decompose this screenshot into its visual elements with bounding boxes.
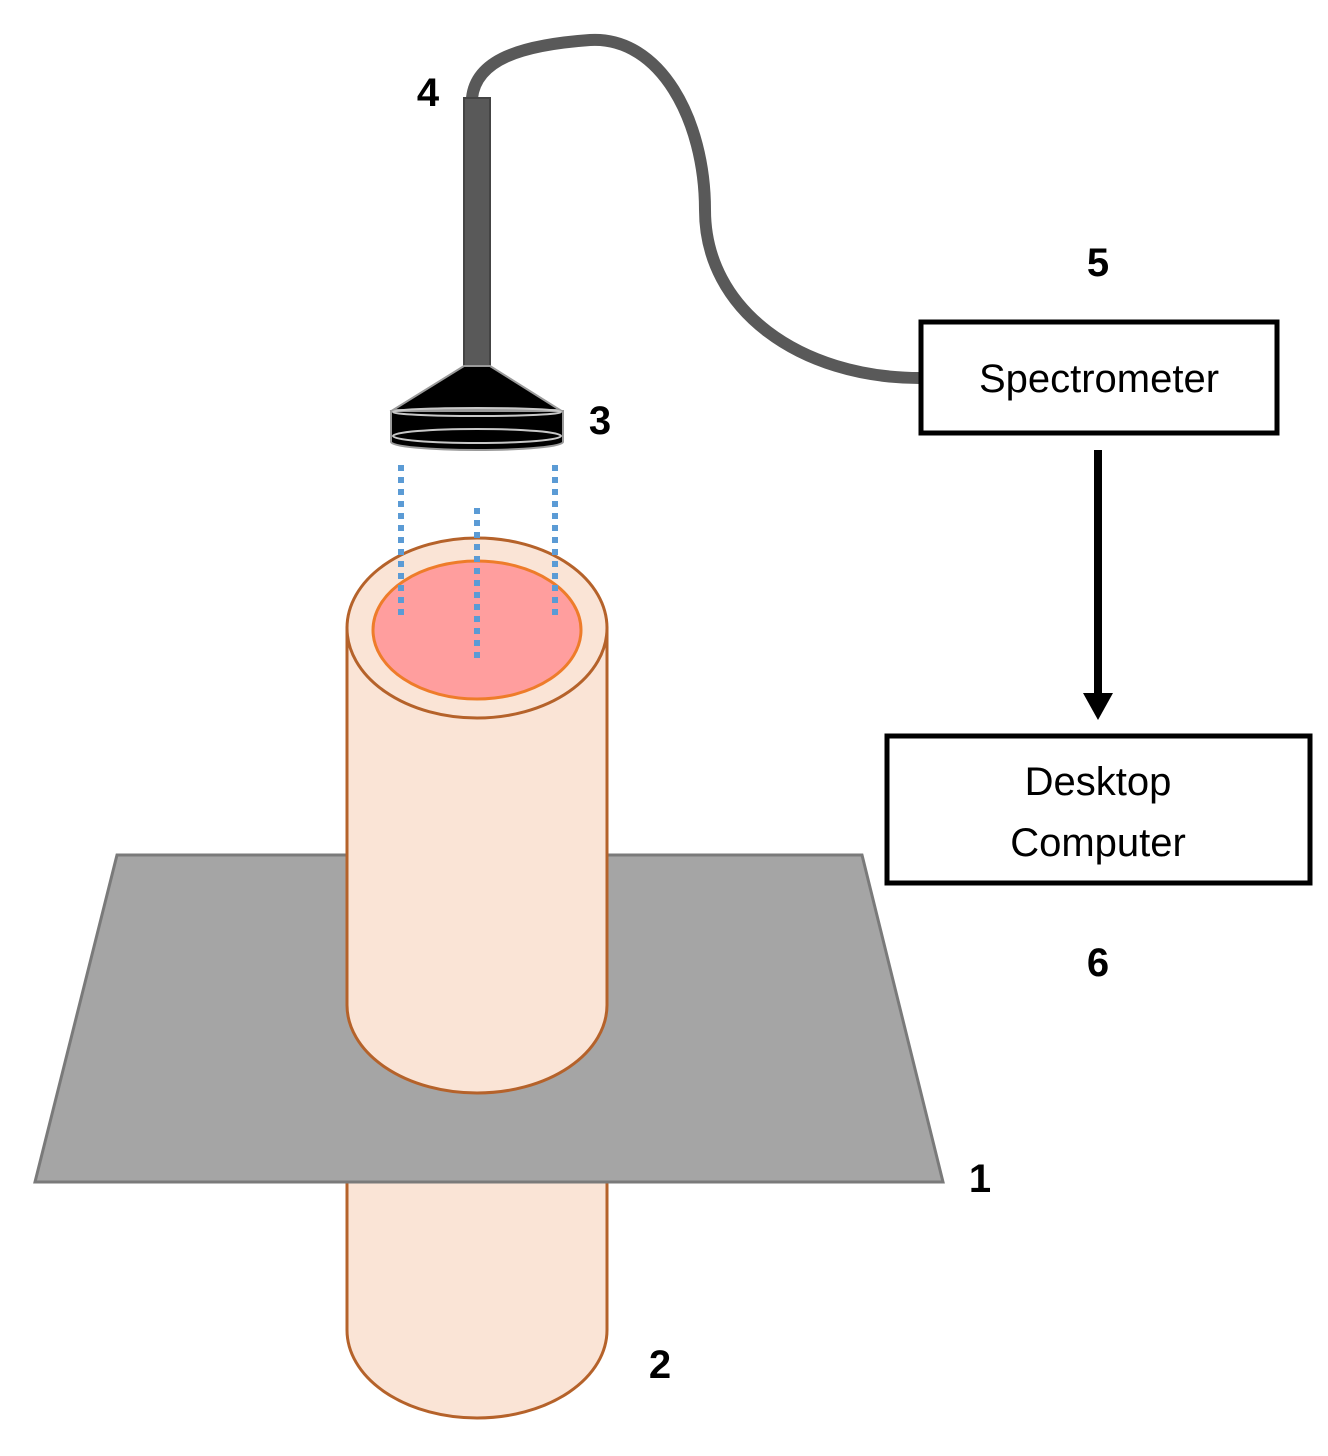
cylinder-lower-part bbox=[345, 1178, 609, 1420]
probe-cone bbox=[389, 365, 564, 411]
label-6: 6 bbox=[1087, 941, 1109, 985]
spectrometer-label: Spectrometer bbox=[979, 357, 1219, 401]
data-arrow-head bbox=[1083, 693, 1113, 720]
label-2: 2 bbox=[649, 1343, 671, 1387]
probe-lens-rim-top bbox=[392, 407, 562, 417]
probe-lens-rim bbox=[392, 428, 562, 444]
computer-label-line1: Desktop bbox=[1025, 760, 1172, 804]
computer-box bbox=[884, 733, 1313, 886]
fiber-cable bbox=[466, 33, 926, 384]
label-3: 3 bbox=[589, 399, 611, 443]
cylinder-body bbox=[345, 626, 609, 1095]
fiber-probe-rod bbox=[463, 97, 491, 367]
computer-label-line2: Computer bbox=[1010, 821, 1186, 865]
label-1: 1 bbox=[969, 1157, 991, 1201]
label-4: 4 bbox=[417, 71, 440, 115]
probe-lens bbox=[390, 410, 564, 451]
label-5: 5 bbox=[1087, 241, 1109, 285]
spectrometer-box bbox=[918, 319, 1280, 436]
